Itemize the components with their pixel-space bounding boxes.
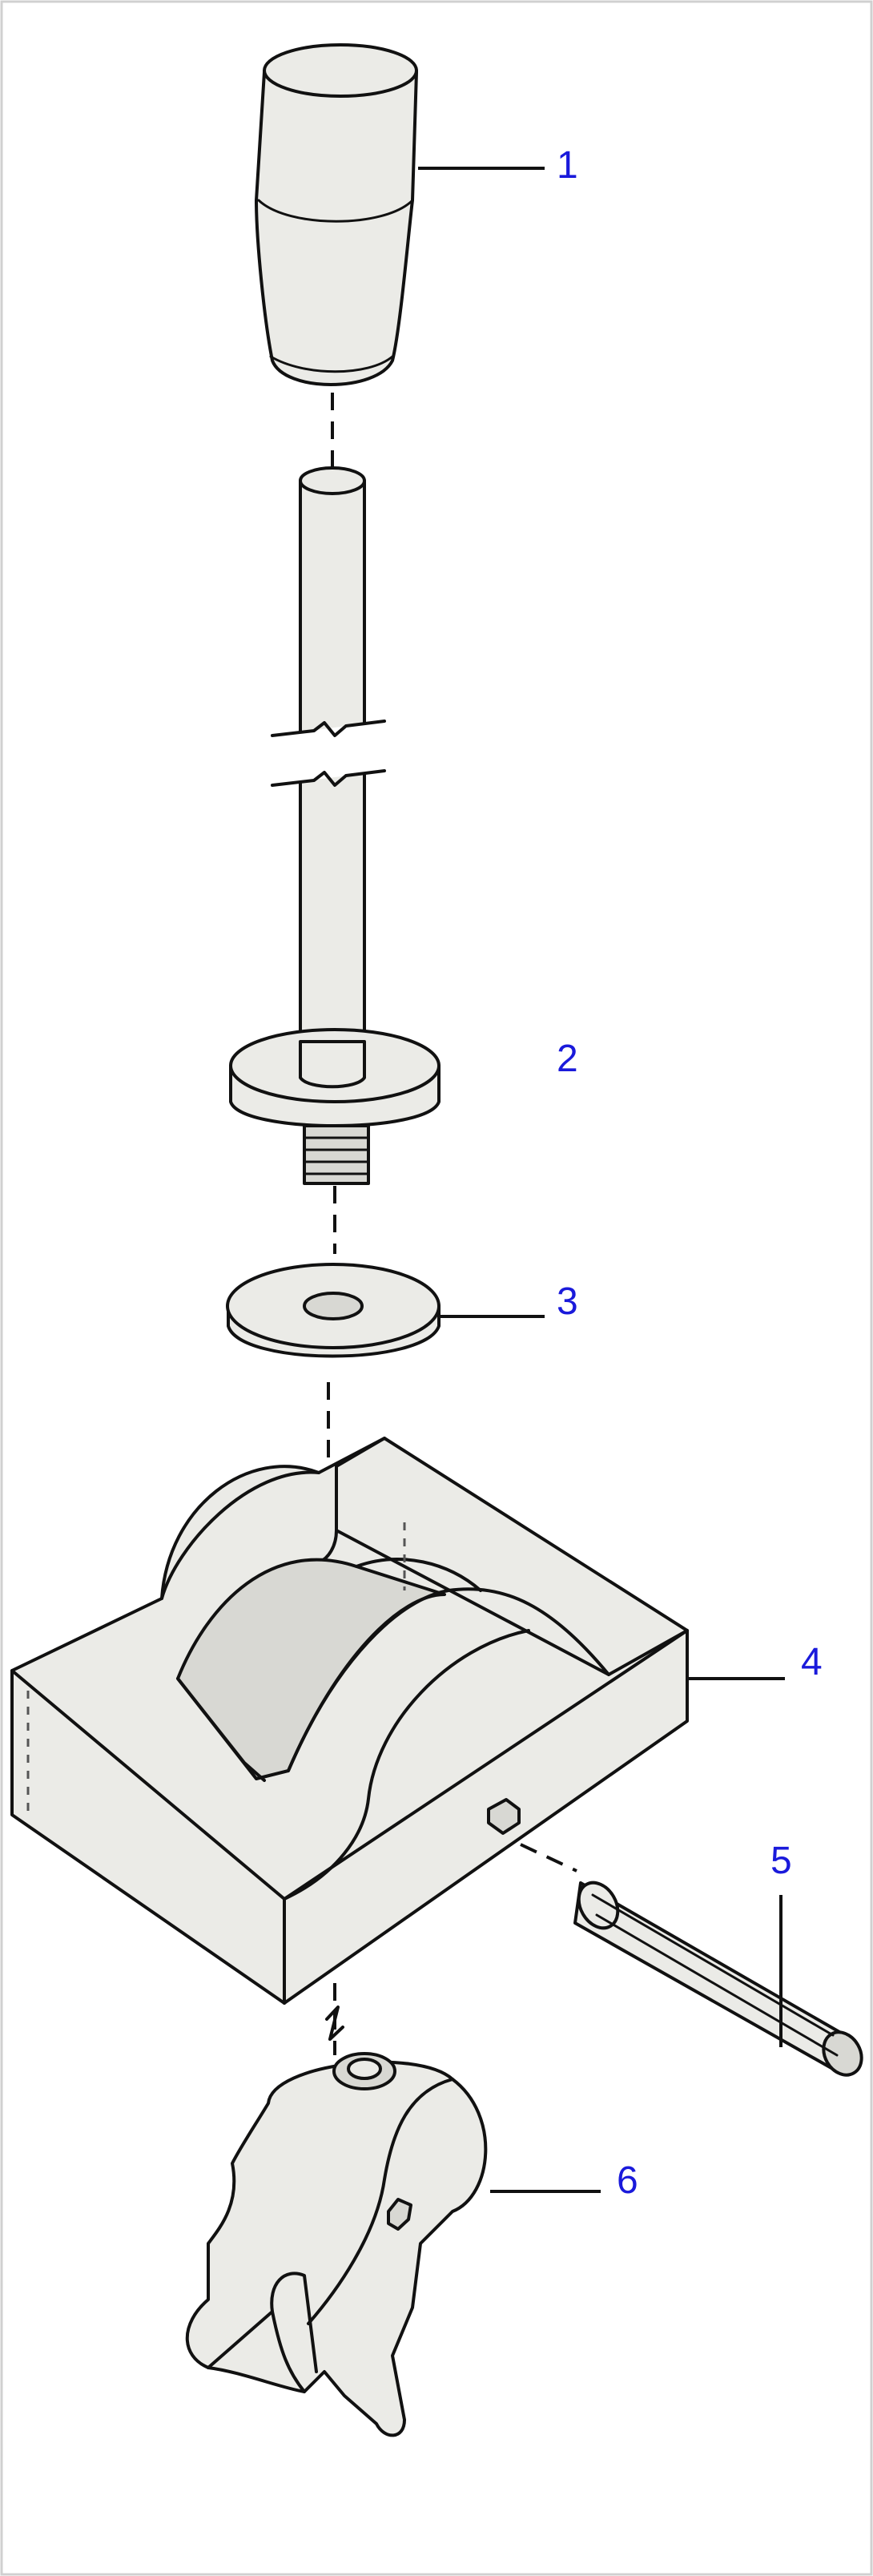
knob-part (255, 43, 418, 386)
callout-3: 3 (557, 1280, 578, 1323)
lever-part (229, 466, 441, 1185)
callout-6: 6 (617, 2159, 638, 2202)
callout-2: 2 (557, 1038, 578, 1080)
callout-1: 1 (557, 144, 578, 187)
bracket-part (10, 1437, 689, 2005)
washer-part (226, 1263, 441, 1358)
lever-arm-part (185, 1983, 488, 2437)
pin-part (520, 1843, 863, 2077)
callout-5: 5 (770, 1840, 792, 1882)
callout-4: 4 (801, 1641, 823, 1683)
